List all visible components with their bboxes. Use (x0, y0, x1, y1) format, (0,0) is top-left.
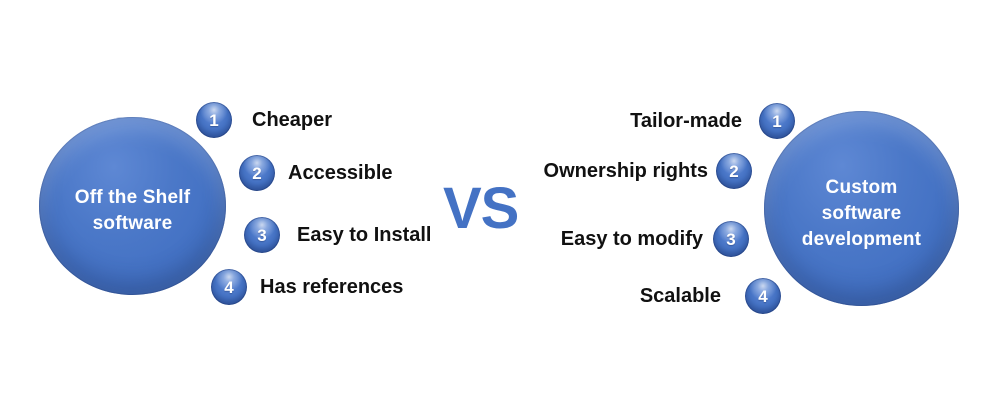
custom-software-circle: Custom software development (764, 111, 959, 306)
number-3-badge: 3 (713, 221, 749, 257)
badge-number: 4 (758, 286, 768, 306)
right-item-tailor-made: Tailor-made 1 (630, 103, 795, 139)
left-item-accessible: 2 Accessible (239, 155, 393, 191)
number-1-badge: 1 (196, 102, 232, 138)
right-item-ownership-rights: Ownership rights 2 (544, 153, 752, 189)
badge-number: 2 (252, 163, 262, 183)
number-2-badge: 2 (716, 153, 752, 189)
right-item-label: Ownership rights (543, 159, 708, 182)
right-title-line2: software (821, 202, 902, 224)
number-2-badge: 2 (239, 155, 275, 191)
right-item-label: Tailor-made (630, 109, 742, 132)
badge-number: 2 (729, 161, 739, 181)
left-item-easy-to-install: 3 Easy to Install (244, 217, 432, 253)
badge-number: 1 (772, 111, 782, 131)
badge-number: 3 (257, 225, 267, 245)
badge-number: 1 (209, 110, 219, 130)
left-title-line2: software (92, 213, 173, 234)
badge-number: 4 (224, 277, 234, 297)
number-4-badge: 4 (745, 278, 781, 314)
right-item-label: Easy to modify (560, 227, 703, 250)
left-circle-title: Off the Shelf software (75, 185, 191, 237)
number-1-badge: 1 (759, 103, 795, 139)
number-3-badge: 3 (244, 217, 280, 253)
left-item-label: Easy to Install (297, 223, 432, 246)
right-item-scalable: Scalable 4 (640, 278, 781, 314)
left-title-line1: Off the Shelf (74, 187, 191, 208)
left-item-cheaper: 1 Cheaper (196, 102, 332, 138)
left-item-label: Accessible (288, 161, 393, 184)
left-item-has-references: 4 Has references (211, 269, 403, 305)
right-title-line3: development (801, 228, 922, 250)
vs-label: VS (443, 176, 519, 241)
right-circle-title: Custom software development (802, 175, 921, 253)
left-item-label: Cheaper (252, 108, 333, 131)
off-the-shelf-circle: Off the Shelf software (39, 117, 226, 295)
right-item-easy-to-modify: Easy to modify 3 (561, 221, 749, 257)
right-item-label: Scalable (639, 284, 721, 307)
right-title-line1: Custom (825, 176, 898, 198)
number-4-badge: 4 (211, 269, 247, 305)
badge-number: 3 (726, 229, 736, 249)
left-item-label: Has references (260, 275, 404, 298)
